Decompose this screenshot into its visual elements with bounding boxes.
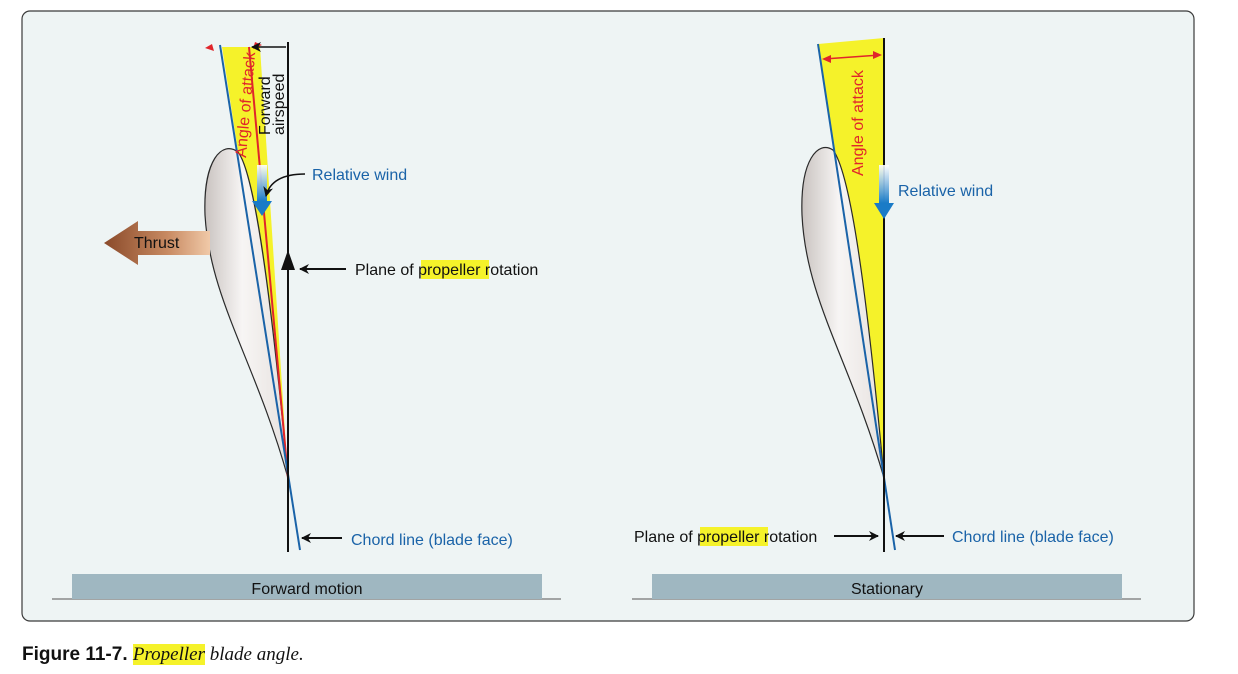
relative-wind-arrow-shaft-right	[879, 165, 889, 203]
aoa-dim-left-head	[822, 55, 831, 63]
relative-wind-label-right: Relative wind	[898, 183, 993, 200]
aoa-dimension-line	[823, 54, 881, 60]
chord-line-label-right: Chord line (blade face)	[952, 529, 1114, 546]
plane-of-rotation-label-right: Plane of propeller rotation	[634, 529, 817, 546]
rotation-direction-arrow	[281, 250, 295, 270]
plane-of-rotation-label: Plane of propeller rotation	[355, 262, 538, 279]
ground-bar-right	[652, 574, 1122, 599]
angle-of-attack-label-right: Angle of attack	[850, 69, 867, 176]
forward-airspeed-label-2: airspeed	[271, 74, 288, 135]
stationary-diagram: Angle of attack Relative wind Plane of p…	[632, 38, 1141, 600]
propeller-highlight	[421, 260, 489, 279]
forward-motion-diagram: Angle of attack Forward airspeed Relativ…	[52, 42, 561, 600]
propeller-highlight-right	[700, 527, 768, 546]
chord-line-label: Chord line (blade face)	[351, 532, 513, 549]
stationary-label: Stationary	[851, 581, 923, 598]
figure-panel	[21, 10, 1195, 622]
ground-bar	[72, 574, 542, 599]
aoa-dim-right-head	[873, 51, 882, 59]
forward-airspeed-label-1: Forward	[257, 76, 274, 135]
airfoil-blade-right	[801, 147, 885, 479]
relative-wind-line	[248, 46, 289, 479]
relative-wind-arrow-head	[252, 201, 272, 216]
aoa-left-tick	[205, 44, 214, 51]
relative-wind-arrow-shaft	[257, 165, 267, 201]
chord-line	[219, 44, 301, 551]
airfoil-blade	[204, 148, 289, 479]
chord-line-right	[817, 43, 896, 551]
forward-motion-label: Forward motion	[251, 581, 362, 598]
caption-text: blade angle.	[205, 644, 304, 665]
thrust-arrow	[104, 221, 210, 265]
relative-wind-pointer	[263, 173, 306, 197]
relative-wind-arrow-head-right	[874, 203, 894, 219]
figure-number: Figure 11-7.	[22, 644, 128, 665]
figure-caption: Figure 11-7. Propeller blade angle.	[22, 644, 304, 666]
relative-wind-label: Relative wind	[312, 167, 407, 184]
thrust-label: Thrust	[134, 235, 180, 252]
caption-highlight-word: Propeller	[132, 644, 206, 665]
